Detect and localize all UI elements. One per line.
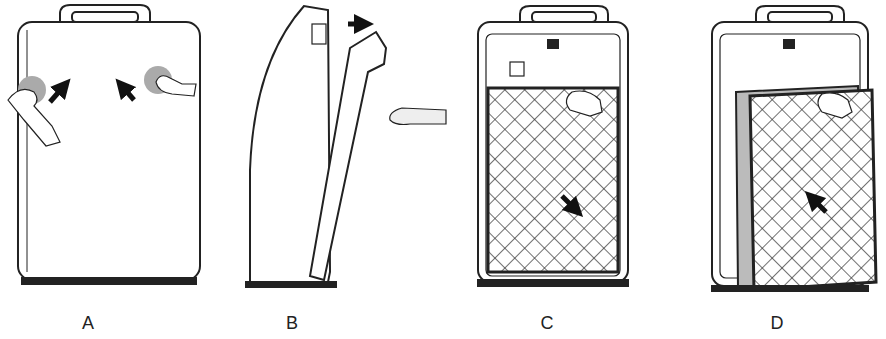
latch <box>312 24 326 44</box>
back-cover <box>310 32 386 280</box>
sensor <box>510 62 524 76</box>
clip <box>548 40 558 48</box>
base <box>478 280 628 286</box>
direction-arrow <box>812 198 826 212</box>
hand <box>390 108 446 125</box>
hand <box>818 93 852 118</box>
filter <box>750 90 876 290</box>
base <box>22 278 196 284</box>
direction-arrow <box>50 86 64 102</box>
edge-line <box>27 30 28 272</box>
base <box>712 286 868 291</box>
handle-grip <box>768 12 832 22</box>
filter <box>488 88 618 272</box>
direction-arrow <box>348 22 364 27</box>
clip <box>784 40 794 48</box>
purifier-back-open <box>478 6 628 286</box>
hand <box>156 76 196 96</box>
purifier-back-insert <box>712 6 876 291</box>
base <box>246 282 336 287</box>
handle-grip <box>532 12 596 22</box>
purifier-side <box>246 6 446 287</box>
recess <box>486 34 620 276</box>
direction-arrow <box>122 86 134 100</box>
housing <box>478 22 628 282</box>
hand <box>566 91 602 116</box>
handle-grip <box>72 12 138 22</box>
panel-letter: B <box>286 314 298 332</box>
purifier-front <box>8 5 200 284</box>
panel-letter: D <box>771 314 784 332</box>
housing <box>18 22 200 280</box>
direction-arrow <box>562 196 576 210</box>
panel-letter: A <box>82 314 94 332</box>
panel-letter: C <box>541 314 554 332</box>
